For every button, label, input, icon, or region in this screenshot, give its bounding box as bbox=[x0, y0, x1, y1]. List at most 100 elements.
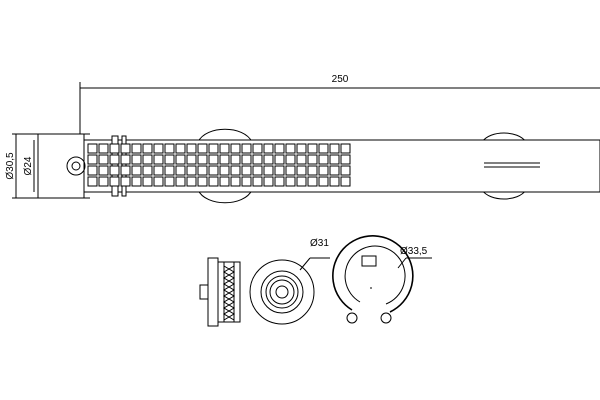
grid-cell bbox=[208, 143, 219, 154]
seal-front-view: Ø31 bbox=[249, 238, 330, 325]
grid-cell bbox=[197, 154, 208, 165]
grid-cell bbox=[109, 176, 120, 187]
grid-cell bbox=[164, 176, 175, 187]
grid-cell bbox=[109, 143, 120, 154]
grid-cell bbox=[131, 143, 142, 154]
cylinder-body bbox=[37, 128, 600, 204]
grid-cell bbox=[87, 165, 98, 176]
grid-cell bbox=[120, 143, 131, 154]
grid-cell bbox=[252, 176, 263, 187]
grid-cell bbox=[296, 154, 307, 165]
grid-cell bbox=[307, 154, 318, 165]
grid-cell bbox=[120, 154, 131, 165]
grid-cell bbox=[208, 176, 219, 187]
grid-cell bbox=[296, 176, 307, 187]
grid-cell bbox=[241, 165, 252, 176]
grid-cell bbox=[307, 165, 318, 176]
grid-cell bbox=[98, 176, 109, 187]
grid-cell bbox=[186, 143, 197, 154]
end-cap-circle-outer bbox=[66, 156, 86, 176]
grid-cell bbox=[142, 143, 153, 154]
grid-cell bbox=[153, 154, 164, 165]
grid-cell bbox=[208, 154, 219, 165]
grid-cell bbox=[87, 176, 98, 187]
grid-cell bbox=[219, 143, 230, 154]
grid-cell bbox=[120, 165, 131, 176]
grid-cell bbox=[274, 176, 285, 187]
grid-cell bbox=[186, 176, 197, 187]
grid-cell bbox=[340, 165, 351, 176]
grid-cell bbox=[164, 165, 175, 176]
grid-cell bbox=[164, 143, 175, 154]
grid-cell bbox=[241, 143, 252, 154]
grid-cell bbox=[307, 143, 318, 154]
grid-cell bbox=[131, 176, 142, 187]
grid-cell bbox=[241, 176, 252, 187]
inner-diameter-label: Ø24 bbox=[23, 156, 34, 175]
grid-cell bbox=[164, 154, 175, 165]
seal-side-view bbox=[199, 257, 241, 327]
grid-cell bbox=[318, 165, 329, 176]
grid-cell bbox=[230, 154, 241, 165]
seal-diameter-label: Ø31 bbox=[310, 238, 329, 249]
grid-cell bbox=[285, 143, 296, 154]
grid-cell bbox=[142, 176, 153, 187]
grid-cell bbox=[318, 176, 329, 187]
grid-cell bbox=[318, 143, 329, 154]
grid-cell bbox=[186, 165, 197, 176]
grid-cell bbox=[175, 154, 186, 165]
grid-cell bbox=[329, 165, 340, 176]
circlip-diameter-label: Ø33,5 bbox=[400, 246, 428, 257]
grid-cell bbox=[131, 165, 142, 176]
end-cap-circle-inner bbox=[71, 161, 81, 171]
grid-cell bbox=[241, 154, 252, 165]
circlip-view: Ø33,5 bbox=[332, 235, 432, 324]
grid-cell bbox=[274, 165, 285, 176]
grid-cell bbox=[263, 165, 274, 176]
grid-cell bbox=[274, 154, 285, 165]
grid-cell bbox=[219, 176, 230, 187]
grid-cell bbox=[263, 176, 274, 187]
grid-cell bbox=[208, 165, 219, 176]
grid-cell bbox=[263, 143, 274, 154]
grid-cell bbox=[285, 165, 296, 176]
grid-cell bbox=[340, 154, 351, 165]
grid-cell bbox=[296, 143, 307, 154]
grid-cell bbox=[252, 143, 263, 154]
grid-cell bbox=[296, 165, 307, 176]
grid-cell bbox=[186, 154, 197, 165]
grid-cell bbox=[109, 154, 120, 165]
grid-cell bbox=[87, 154, 98, 165]
grid-cell bbox=[109, 165, 120, 176]
grid-cell bbox=[131, 154, 142, 165]
grid-cell bbox=[98, 165, 109, 176]
grid-cell bbox=[175, 176, 186, 187]
grid-cell bbox=[120, 176, 131, 187]
grid-cell bbox=[318, 154, 329, 165]
grid-cell bbox=[197, 143, 208, 154]
grid-cell bbox=[263, 154, 274, 165]
outer-diameter-label: Ø30,5 bbox=[5, 152, 16, 180]
grid-cell bbox=[252, 154, 263, 165]
grid-cell bbox=[230, 143, 241, 154]
grid-cell bbox=[87, 143, 98, 154]
grid-cell bbox=[219, 154, 230, 165]
grid-cell bbox=[329, 143, 340, 154]
grid-cell bbox=[329, 154, 340, 165]
grid-cell bbox=[197, 165, 208, 176]
grid-cell bbox=[285, 176, 296, 187]
filter-grid bbox=[87, 143, 351, 187]
grid-cell bbox=[340, 176, 351, 187]
grid-cell bbox=[252, 165, 263, 176]
grid-cell bbox=[142, 154, 153, 165]
grid-cell bbox=[98, 143, 109, 154]
grid-cell bbox=[153, 143, 164, 154]
grid-cell bbox=[153, 176, 164, 187]
end-cap bbox=[37, 133, 85, 199]
grid-cell bbox=[142, 165, 153, 176]
grid-cell bbox=[175, 165, 186, 176]
grid-cell bbox=[153, 165, 164, 176]
grid-cell bbox=[197, 176, 208, 187]
grid-cell bbox=[285, 154, 296, 165]
